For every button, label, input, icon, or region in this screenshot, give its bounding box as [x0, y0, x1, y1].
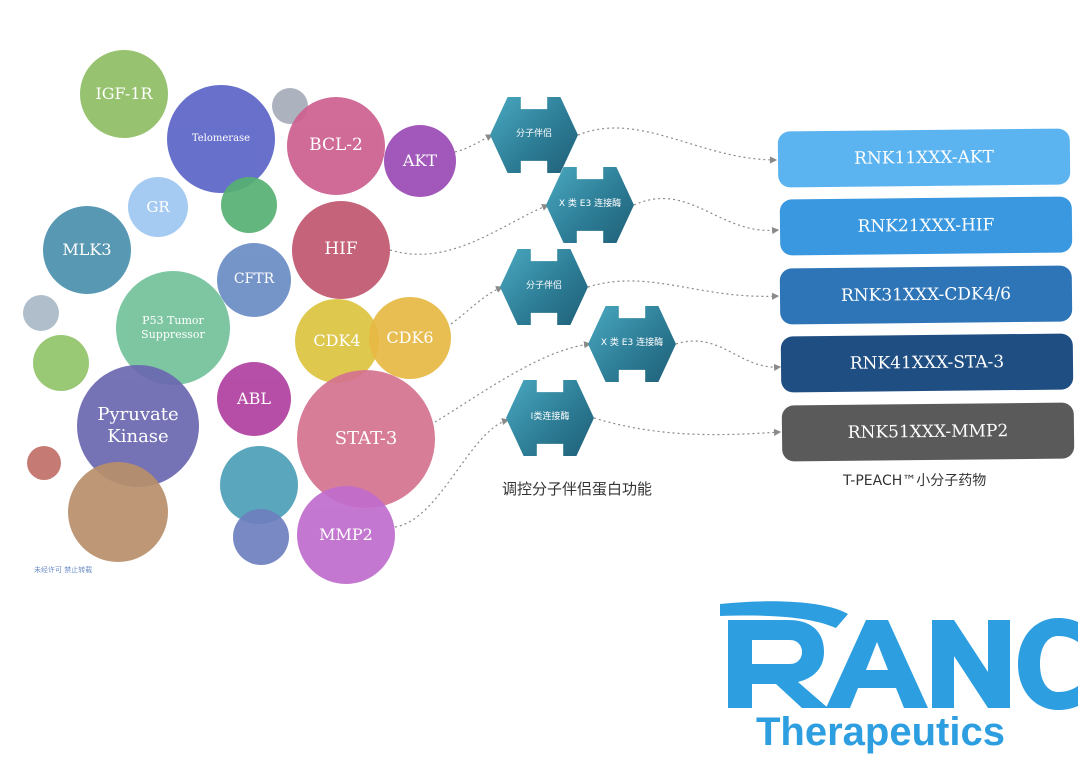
bubble-stat-3: STAT-3 [297, 370, 435, 508]
bubble-igf-1r: IGF-1R [80, 50, 168, 138]
bubble-unlabeled-5 [27, 446, 61, 480]
drug-rnk41xxx-sta-3: RNK41XXX-STA-3 [780, 333, 1074, 393]
connector-e3-to-stat-drug [675, 340, 782, 372]
bubble-mmp2: MMP2 [297, 486, 395, 584]
drug-rnk31xxx-cdk4-6: RNK31XXX-CDK4/6 [779, 265, 1073, 325]
bubble-hif: HIF [292, 201, 390, 299]
drug-rnk21xxx-hif: RNK21XXX-HIF [779, 196, 1073, 256]
logo-letter-o [1018, 618, 1078, 710]
logo-swoosh [720, 601, 848, 628]
drug-rnk51xxx-mmp2: RNK51XXX-MMP2 [781, 402, 1075, 462]
bubble-unlabeled-7 [68, 462, 168, 562]
connector-chaperone-to-cdk-drug [587, 280, 780, 300]
logo-letter-n [932, 620, 1010, 708]
mechanism-chaperone-2: 分子伴侣 [500, 249, 588, 325]
bubble-unlabeled-8 [233, 509, 289, 565]
mechanism-class-i-ligase: I类连接酶 [506, 380, 594, 456]
connector-cdk6-to-chaperone [450, 286, 504, 325]
bubble-cftr: CFTR [217, 243, 291, 317]
bubble-akt: AKT [384, 125, 456, 197]
logo-letter-a [826, 620, 928, 708]
connector-hif-to-e3 [389, 203, 550, 255]
bubble-abl: ABL [217, 362, 291, 436]
bubble-unlabeled-2 [221, 177, 277, 233]
mechanism-caption: 调控分子伴侣蛋白功能 [502, 480, 653, 498]
bubble-unlabeled-3 [23, 295, 59, 331]
bubble-bcl-2: BCL-2 [287, 97, 385, 195]
drug-rnk11xxx-akt: RNK11XXX-AKT [777, 128, 1071, 188]
connector-chaperone-to-akt-drug [577, 127, 778, 164]
ranok-logo [720, 601, 1078, 710]
mechanism-chaperone-1: 分子伴侣 [490, 97, 578, 173]
bubble-mlk3: MLK3 [43, 206, 131, 294]
mechanism-e3-ligase-2: X 类 E3 连接酶 [588, 306, 676, 382]
bubble-cdk6: CDK6 [369, 297, 451, 379]
bubble-gr: GR [128, 177, 188, 237]
connector-akt-to-chaperone [454, 134, 494, 153]
connector-stat3-to-e3 [434, 341, 592, 423]
logo-subtitle: Therapeutics [756, 710, 1005, 754]
bubble-telomerase: Telomerase [167, 85, 275, 193]
connector-mmp2-to-class-i [394, 418, 510, 528]
connector-e3-to-hif-drug [633, 198, 780, 235]
bubble-unlabeled-4 [33, 335, 89, 391]
drug-caption: T-PEACH™小分子药物 [843, 473, 987, 489]
connector-class-i-to-mmp2-drug [593, 417, 782, 436]
logo-letter-r [728, 620, 828, 708]
bubble-cdk4: CDK4 [295, 299, 379, 383]
mechanism-e3-ligase-1: X 类 E3 连接酶 [546, 167, 634, 243]
watermark-text: 未经许可 禁止转载 [34, 566, 93, 574]
